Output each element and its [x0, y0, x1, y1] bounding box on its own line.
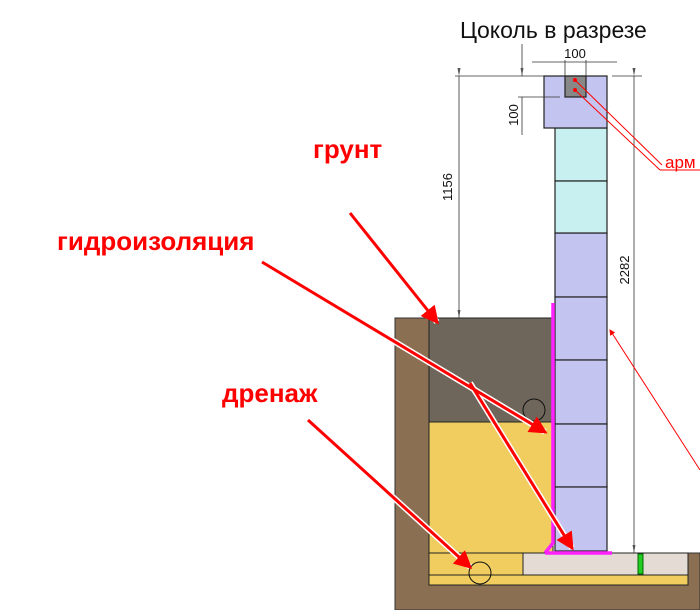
soil-arrow — [348, 212, 439, 325]
soil-height-dimension: 1156 — [440, 173, 455, 201]
concrete-slab — [522, 552, 689, 576]
waterproofing-arrow-bottom — [468, 382, 574, 551]
rebar-channel — [564, 75, 587, 98]
cap-width-dimension: 100 — [564, 46, 586, 61]
sand-drain-layer — [428, 552, 524, 576]
drain-pipe — [468, 561, 492, 585]
rebar-leaders — [574, 79, 700, 471]
callout-arrows — [261, 212, 574, 570]
backfill-soil — [428, 317, 554, 423]
drainage-arrow — [306, 418, 473, 570]
waterproofing-layer — [543, 303, 612, 555]
waterproofing-arrow — [261, 260, 548, 434]
diagram-title: Цоколь в разрезе — [460, 17, 647, 43]
drainage-label: дренаж — [222, 378, 318, 408]
sand-base — [428, 574, 689, 586]
block-wall — [543, 75, 608, 552]
total-height-dimension: 2282 — [617, 256, 632, 285]
cap-depth-dimension: 100 — [506, 104, 521, 126]
rebar-label: арм — [665, 153, 696, 172]
waterproofing-label: гидроизоляция — [57, 226, 254, 256]
soil-label: грунт — [313, 134, 383, 164]
slab-joint — [637, 553, 644, 575]
dimension-lines — [455, 44, 642, 553]
